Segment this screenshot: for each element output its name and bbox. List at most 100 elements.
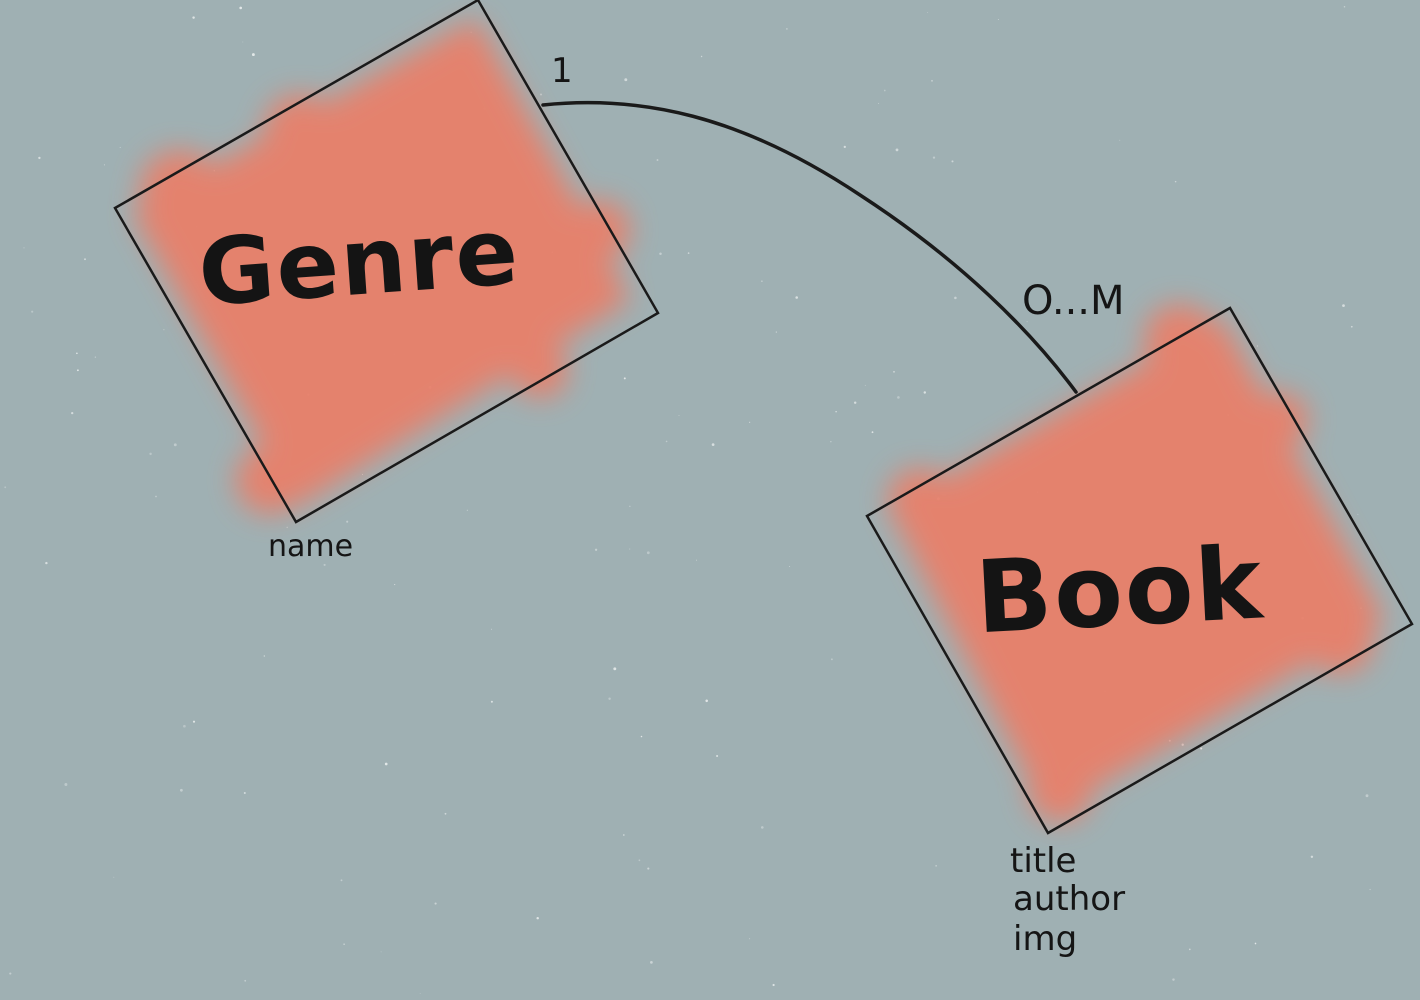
speckle <box>772 983 775 987</box>
speckle <box>4 486 7 489</box>
speckle <box>700 55 703 58</box>
speckle <box>749 421 751 423</box>
cardinality-genre: 1 <box>551 51 573 91</box>
speckle <box>705 699 708 703</box>
speckle <box>997 18 999 21</box>
speckle <box>835 410 837 413</box>
speckle <box>380 951 382 953</box>
speckle <box>716 754 719 758</box>
speckle <box>394 584 396 586</box>
speckle <box>419 993 421 995</box>
speckle <box>490 700 493 703</box>
speckle <box>931 79 933 82</box>
speckle <box>1181 743 1184 746</box>
speckle <box>94 356 97 358</box>
speckle <box>843 145 846 149</box>
genre-paint-fill <box>132 18 630 514</box>
speckle <box>173 443 177 447</box>
entity-book[interactable]: Book <box>865 304 1414 835</box>
speckle <box>444 812 447 815</box>
speckle <box>340 879 343 882</box>
speckle <box>665 440 668 443</box>
speckle <box>789 565 791 568</box>
speckle <box>23 247 25 249</box>
speckle <box>935 865 937 867</box>
book-attribute-title: title <box>1010 841 1076 881</box>
speckle <box>749 938 751 940</box>
speckle <box>76 352 78 355</box>
speckle <box>113 876 115 878</box>
speckle <box>932 156 936 159</box>
speckle <box>871 431 874 434</box>
speckle <box>711 443 715 446</box>
speckle <box>1256 345 1259 347</box>
speckle <box>45 561 48 565</box>
speckle <box>84 258 86 261</box>
speckle <box>1342 304 1345 307</box>
speckle <box>1357 513 1359 515</box>
speckle <box>951 160 954 163</box>
speckle <box>540 93 542 96</box>
speckle <box>343 943 345 945</box>
speckle <box>761 280 763 282</box>
speckle <box>243 791 246 795</box>
speckle <box>927 12 929 14</box>
speckle <box>244 979 247 982</box>
speckle <box>491 628 492 630</box>
speckle <box>687 252 690 254</box>
speckle <box>119 146 121 148</box>
speckle <box>103 164 105 166</box>
speckle <box>362 473 363 475</box>
speckle <box>76 369 79 372</box>
speckle <box>1343 6 1346 8</box>
speckle <box>1365 794 1369 798</box>
speckle <box>64 783 68 786</box>
speckle <box>775 331 777 333</box>
speckle <box>646 551 650 555</box>
book-attribute-author: author <box>1013 879 1125 919</box>
speckle <box>163 329 165 331</box>
speckle <box>760 826 764 829</box>
speckle <box>640 735 643 738</box>
speckle <box>1172 978 1175 981</box>
book-title: Book <box>973 524 1267 656</box>
speckle <box>239 6 243 10</box>
speckle <box>1119 139 1121 141</box>
cardinality-book: O...M <box>1022 278 1125 324</box>
speckle <box>864 384 866 386</box>
book-attribute-img: img <box>1013 919 1077 959</box>
speckle <box>629 548 631 550</box>
speckle <box>155 495 157 498</box>
entity-genre[interactable]: Genre <box>113 0 660 524</box>
speckle <box>192 720 196 723</box>
speckle <box>1350 325 1353 328</box>
speckle <box>251 53 255 57</box>
speckle <box>71 411 74 415</box>
genre-box-outline <box>113 0 660 524</box>
genre-title: Genre <box>195 198 523 327</box>
speckle <box>608 697 611 701</box>
speckle <box>1310 855 1314 859</box>
speckle <box>384 762 388 766</box>
speckle <box>656 159 659 161</box>
speckle <box>678 415 680 416</box>
speckle <box>192 16 195 19</box>
speckle <box>629 505 631 507</box>
speckle <box>786 28 788 30</box>
speckle <box>180 788 183 792</box>
speckle <box>183 724 186 728</box>
speckle <box>1200 747 1203 750</box>
genre-attribute-name: name <box>268 529 353 564</box>
relationship-line[interactable] <box>541 100 1078 394</box>
speckle <box>853 401 857 404</box>
speckle <box>9 972 12 975</box>
speckle <box>923 391 927 394</box>
speckle <box>1026 321 1028 323</box>
speckle <box>893 371 895 373</box>
book-box-outline <box>865 306 1414 835</box>
speckle <box>695 559 698 561</box>
speckle <box>830 441 832 443</box>
speckle <box>434 902 437 905</box>
speckle <box>346 520 349 523</box>
